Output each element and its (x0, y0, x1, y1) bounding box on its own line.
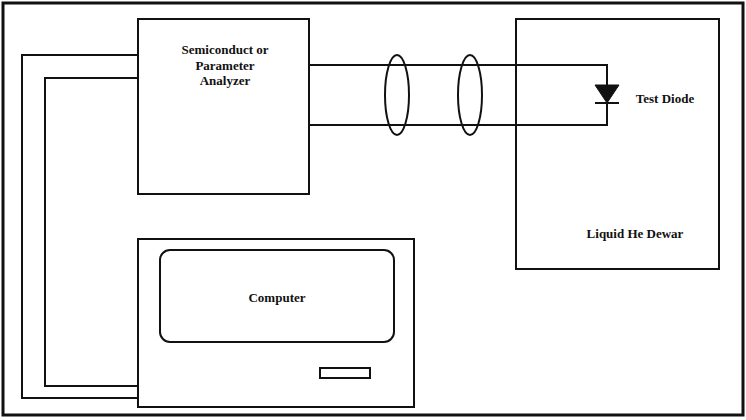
data-cable (45, 78, 137, 386)
cable-wire (310, 124, 515, 126)
node-label: Computer (162, 290, 392, 306)
diode-symbol (595, 85, 619, 103)
disk-slot (320, 368, 370, 378)
outer-frame (3, 3, 743, 415)
instrument-box: Semiconduct or Parameter Analyzer (137, 18, 310, 195)
monitor-screen (160, 250, 394, 342)
dewar-box: Test DiodeLiquid He Dewar (515, 18, 720, 270)
monitor-art (139, 240, 413, 406)
cable-line (22, 55, 137, 398)
diode-symbol (595, 102, 619, 104)
cable-shield (458, 55, 482, 135)
diode-wire (515, 65, 607, 85)
diode-wire (515, 103, 607, 125)
cable-line (310, 64, 515, 66)
computer-box: Computer (137, 238, 415, 408)
cable-shield (385, 55, 409, 135)
node-label: Liquid He Dewar (585, 226, 685, 242)
node-label: Test Diode (635, 91, 695, 107)
node-label: Semiconduct or Parameter Analyzer (181, 42, 269, 89)
